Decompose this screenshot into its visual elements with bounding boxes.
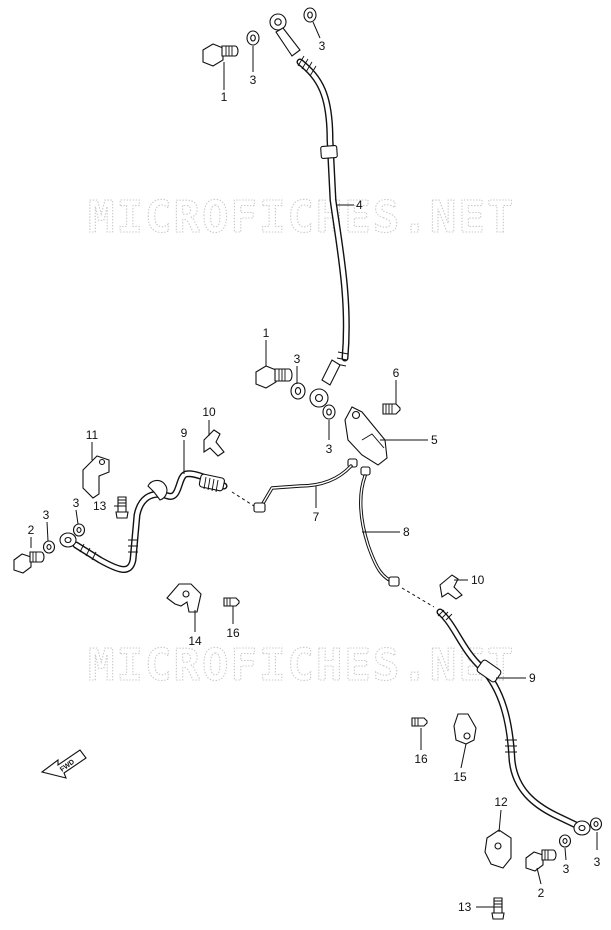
callout-1-middle-bolt: 1 <box>263 326 270 340</box>
bracket-bolt-lower-right <box>411 717 428 727</box>
callout-10-clip-right: 10 <box>471 573 485 587</box>
assembly-line-left <box>231 491 255 507</box>
bracket-bolt-right <box>491 897 505 920</box>
callout-leaders <box>30 21 598 908</box>
callout-8-pipe-right: 8 <box>403 525 410 539</box>
callout-3-right-washer-a: 3 <box>563 862 570 876</box>
sealing-washer-middle-a <box>290 382 306 400</box>
callout-3-top-washer-b: 3 <box>319 39 326 53</box>
callout-2-bolt-right: 2 <box>538 886 545 900</box>
callout-5-joint: 5 <box>431 433 438 447</box>
banjo-bolt-left <box>13 551 45 574</box>
brake-pipe-left <box>253 464 353 513</box>
callout-7-pipe-left: 7 <box>313 510 320 524</box>
assembly-line-right <box>401 587 435 608</box>
bracket-bolt-lower-left <box>223 597 240 607</box>
hose-bracket-lower-left <box>166 583 202 613</box>
sealing-washer-top-a <box>246 30 260 46</box>
callout-3-right-washer-b: 3 <box>594 855 601 869</box>
bracket-bolt-left <box>115 496 129 519</box>
callout-10-clip-left: 10 <box>202 405 216 419</box>
callout-11-bracket: 11 <box>86 428 99 442</box>
callout-1-top-bolt: 1 <box>221 90 228 104</box>
callout-15-bracket: 15 <box>453 770 467 784</box>
callout-12-bracket: 12 <box>494 795 508 809</box>
callout-9-hose-right: 9 <box>529 671 536 685</box>
callout-4-upper-hose: 4 <box>356 198 363 212</box>
callout-3-left-washer-b: 3 <box>73 496 80 510</box>
sealing-washer-top-b <box>303 7 317 23</box>
hose-clip-right <box>439 574 463 600</box>
sealing-washer-left-a <box>42 540 56 554</box>
forward-direction-arrow: FWD <box>40 749 87 779</box>
hose-bracket-right <box>484 829 512 869</box>
callout-3-left-washer-a: 3 <box>43 508 50 522</box>
callout-16-bolt-left: 16 <box>226 626 240 640</box>
brake-hose-left <box>59 470 228 573</box>
sealing-washer-middle-b <box>322 404 336 420</box>
sealing-washer-left-b <box>72 523 86 537</box>
banjo-bolt-right <box>525 849 557 872</box>
brake-joint-bracket <box>344 406 388 476</box>
brake-hose-upper <box>269 13 350 408</box>
banjo-bolt-middle <box>255 365 293 389</box>
sealing-washer-right-a <box>558 834 572 848</box>
hose-bracket-lower-right <box>453 713 477 745</box>
brake-hose-right <box>436 608 591 836</box>
watermark-bottom: MICROFICHES.NET <box>88 640 515 691</box>
callout-9-hose-left: 9 <box>181 426 188 440</box>
callout-3-middle-washer-b: 3 <box>326 442 333 456</box>
callout-13-bolt-right: 13 <box>458 900 472 914</box>
hose-bracket-left <box>82 455 110 499</box>
callout-6-bolt: 6 <box>393 366 400 380</box>
callout-13-bolt-left: 13 <box>93 499 107 513</box>
callout-3-middle-washer-a: 3 <box>294 352 301 366</box>
callout-14-bracket: 14 <box>188 634 202 648</box>
watermark-top: MICROFICHES.NET <box>88 192 515 243</box>
callout-16-bolt-right: 16 <box>414 752 428 766</box>
callout-3-top-washer-a: 3 <box>250 73 257 87</box>
callout-labels: 1 3 3 4 1 3 3 6 5 10 9 11 3 3 13 2 7 8 1… <box>28 39 601 914</box>
bracket-bolt <box>382 403 401 415</box>
brake-pipe-right <box>359 474 400 587</box>
sealing-washer-right-b <box>589 817 603 831</box>
hose-clip-left <box>203 429 225 457</box>
banjo-bolt-top <box>202 43 239 67</box>
callout-2-bolt-left: 2 <box>28 523 35 537</box>
